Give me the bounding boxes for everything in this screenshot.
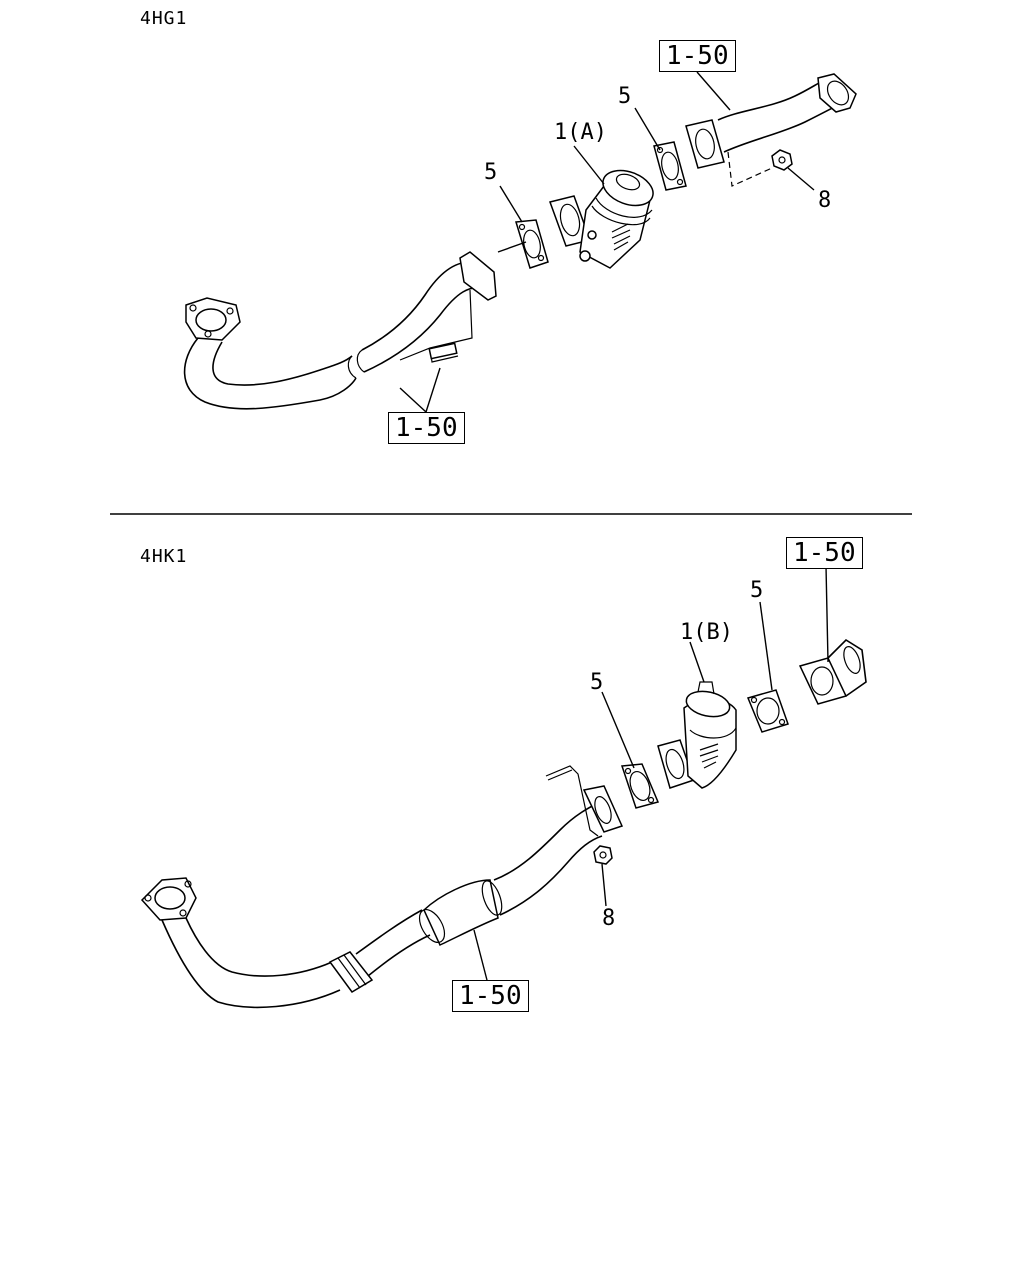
ref-box-top-upper[interactable]: 1-50 [659,40,736,72]
ref-box-bottom-upper[interactable]: 1-50 [786,537,863,569]
bottom-leaders [473,565,829,985]
top-nut [771,149,793,171]
top-gasket-left [515,219,549,269]
callout-gasket-5-bottom-right: 5 [750,578,764,603]
top-front-pipe [183,251,497,410]
top-catalytic-converter [549,169,654,269]
ref-box-top-lower[interactable]: 1-50 [388,412,465,444]
engine-code-bottom: 4HK1 [140,546,188,567]
callout-part-1b: 1(B) [680,620,733,645]
bottom-gasket-left [620,763,660,809]
callout-gasket-5-bottom-left: 5 [590,670,604,695]
top-leaders [399,71,815,413]
top-rear-pipe [685,73,857,187]
bottom-gasket-right [746,689,789,733]
bottom-rear-pipe [798,638,867,705]
ref-box-bottom-lower[interactable]: 1-50 [452,980,529,1012]
bottom-nut [593,845,613,865]
callout-nut-8-top: 8 [818,188,832,213]
bottom-front-pipe [140,765,624,1009]
callout-part-1a: 1(A) [554,120,607,145]
top-gasket-right [653,141,687,191]
bottom-catalytic-converter [657,681,737,789]
callout-nut-8-bottom: 8 [602,906,616,931]
callout-gasket-5-top-left: 5 [484,160,498,185]
callout-gasket-5-top-right: 5 [618,84,632,109]
engine-code-top: 4HG1 [140,8,188,29]
